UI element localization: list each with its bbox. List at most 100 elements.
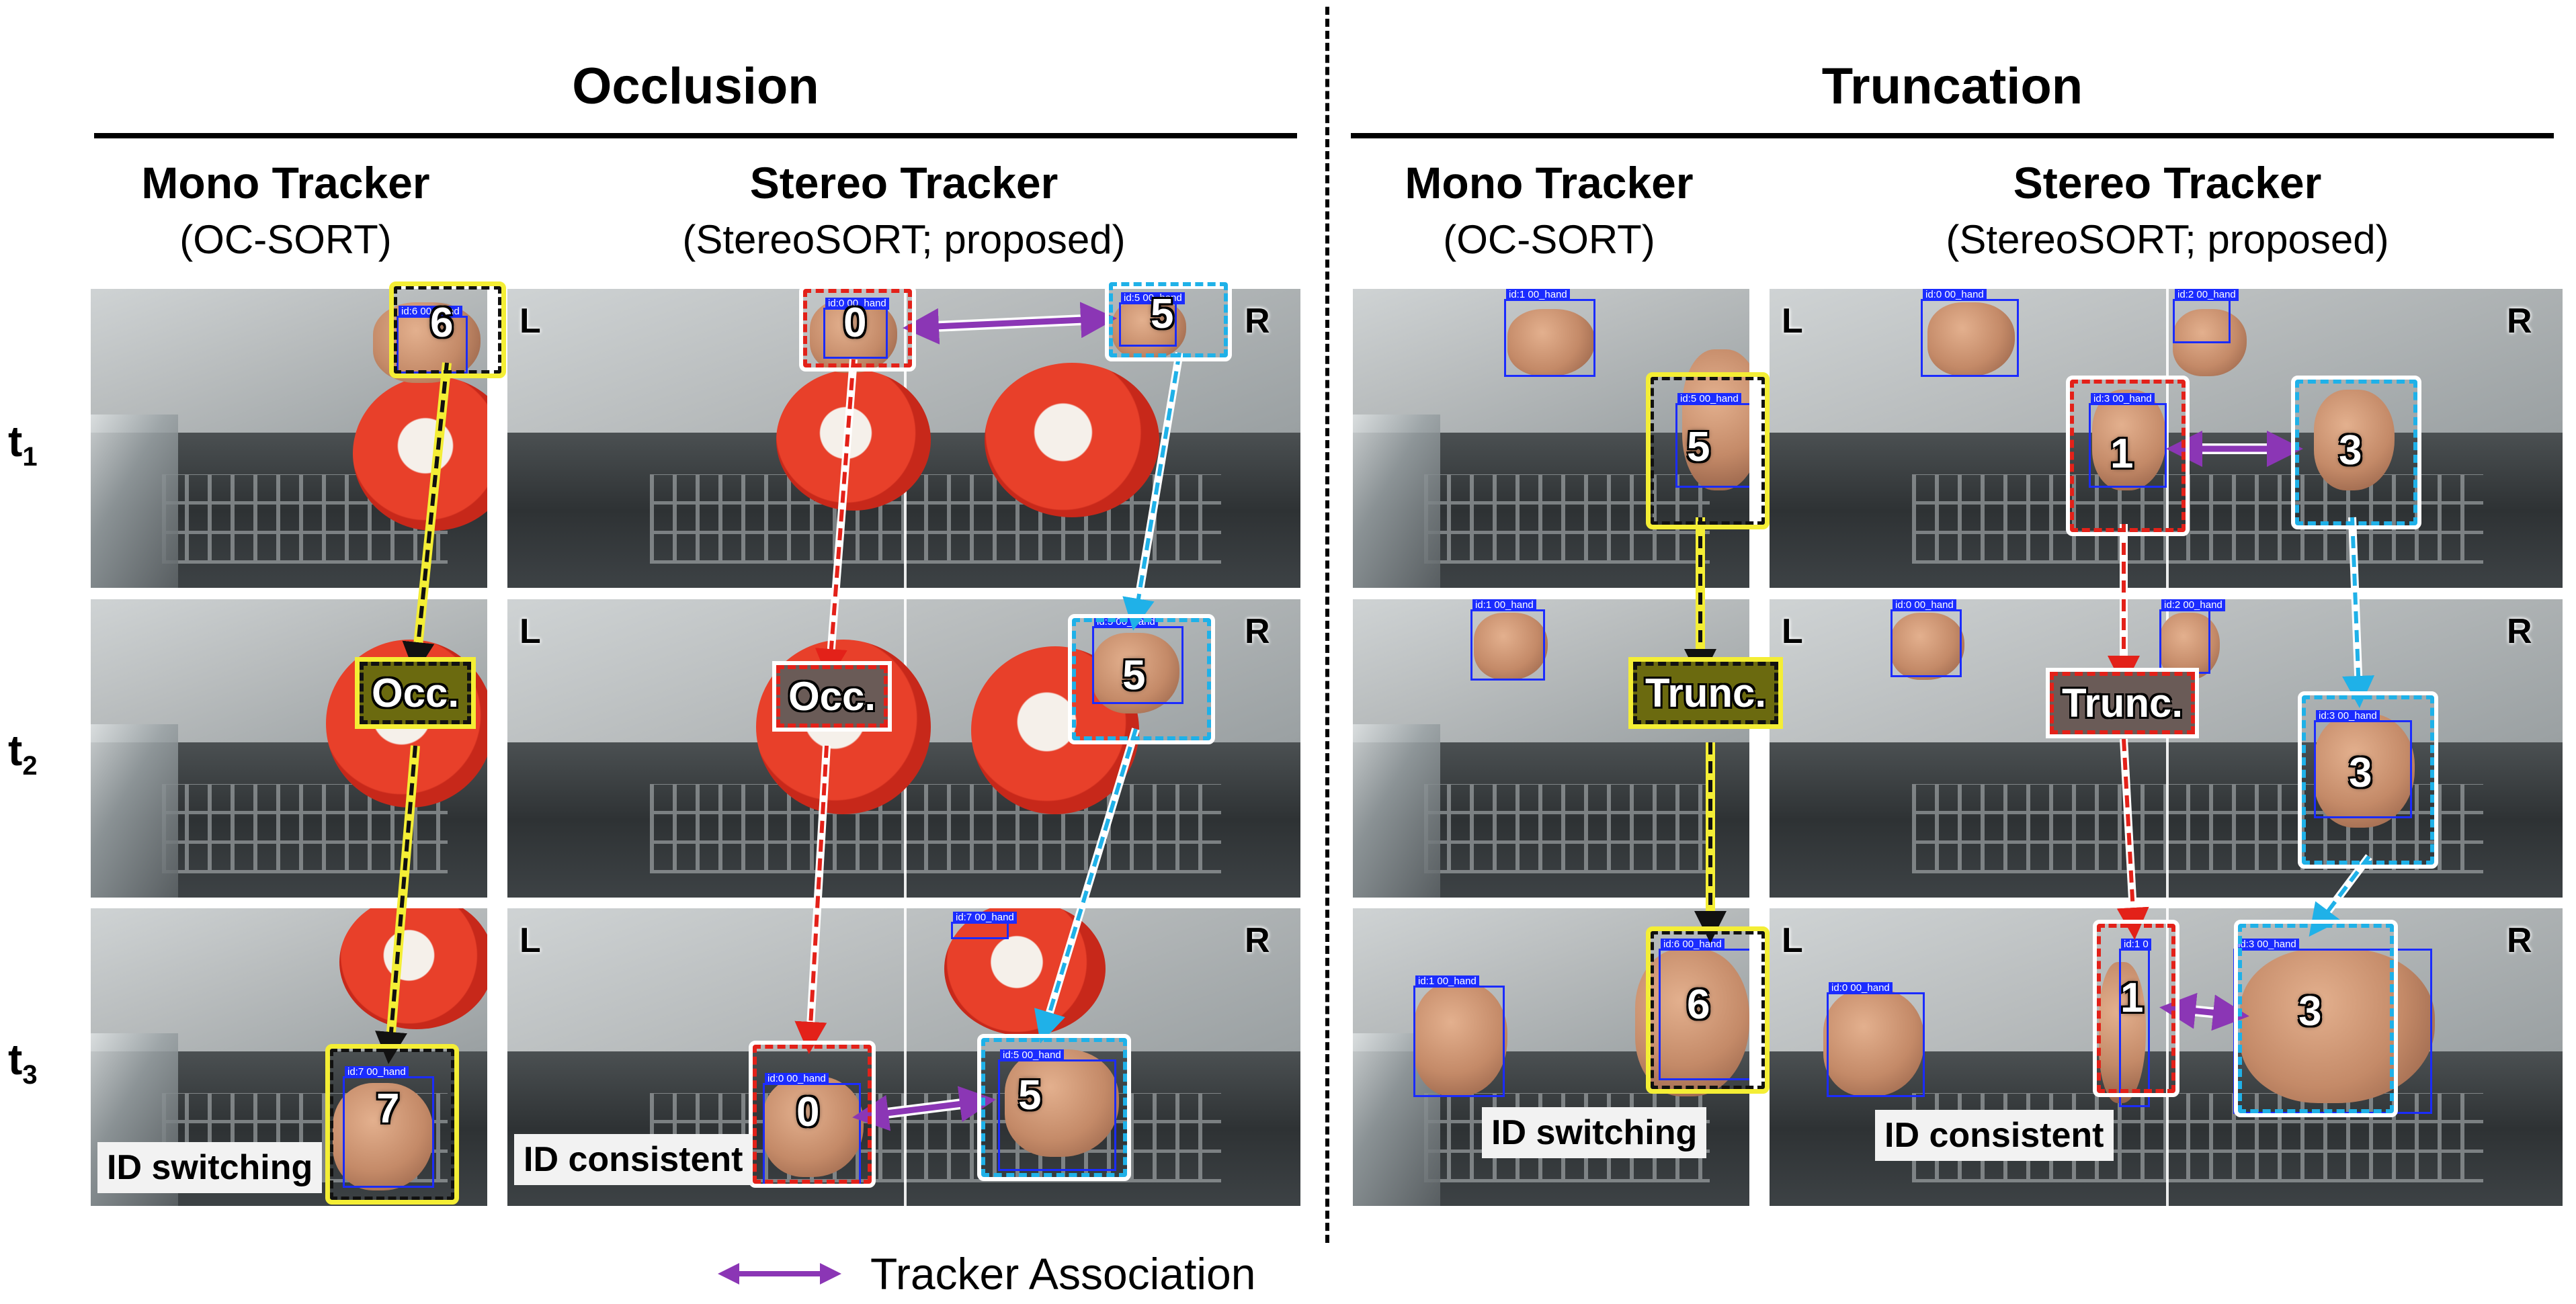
legend-label: Tracker Association [870,1249,1256,1299]
trunc-mono-track-t3 [1646,926,1770,1094]
occ-stereo-left-id-t1: 0 [843,300,867,346]
detection-box: id:0 00_hand [823,298,889,359]
occ-mono-title: Mono Tracker [141,158,430,208]
double-arrow-icon [718,1263,841,1285]
trunc-stereo-right-track-t3 [2234,920,2398,1117]
trunc-stereo-left-track-arrow [2108,524,2149,940]
detection-box: id:0 00_hand [1921,289,2019,377]
left-view-label: L [520,921,541,960]
detection-box: id:5 00_hand [1675,393,1749,488]
detection-box: id:1 00_hand [1413,975,1505,1097]
occ-mono-id-t1: 6 [430,300,454,346]
trunc-stereo-right-id-t2: 3 [2349,750,2372,796]
occ-stereo-right-track-arrow [1034,352,1183,1043]
truncation-section-title: Truncation [1821,58,2083,115]
time-label-t1: t1 [8,417,38,472]
occ-mono-id-t3: 7 [376,1086,400,1132]
section-divider [1325,7,1329,1243]
occ-stereo-right-track-t2 [1068,614,1215,744]
right-view-label: R [2507,302,2532,341]
trunc-mono-frame-t1: id:1 00_hand id:5 00_hand [1353,289,1749,588]
occ-mono-occluded-tag: Occ. [354,657,476,729]
detection-box: id:2 00_hand [2173,289,2239,343]
detection-box: id:1 0 [2119,939,2151,1107]
left-view-label: L [520,302,541,341]
occ-stereo-right-track-t3 [977,1034,1131,1181]
left-view-label: L [1782,612,1803,651]
right-view-label: R [2507,612,2532,651]
trunc-mono-title: Mono Tracker [1405,158,1694,208]
right-view-label: R [2507,921,2532,960]
occ-stereo-subtitle: (StereoSORT; proposed) [682,217,1126,262]
left-view-label: L [520,612,541,651]
occ-stereo-left-track-t1 [799,285,916,372]
trunc-mono-frame-t2: id:1 00_hand [1353,599,1749,898]
occ-mono-result-label: ID switching [97,1142,323,1193]
occ-stereo-title: Stereo Tracker [749,158,1058,208]
occ-stereo-left-id-t3: 0 [796,1089,820,1135]
detection-box: id:0 00_hand [1827,982,1925,1097]
detection-box: id:5 00_hand [1119,292,1185,347]
occ-stereo-frame-t2: id:5 00_hand L R [507,599,1300,898]
detection-box: id:3 00_hand [2314,710,2412,818]
right-view-label: R [1245,302,1270,341]
right-view-label: R [1245,921,1270,960]
trunc-stereo-right-id-t1: 3 [2339,427,2362,474]
trunc-stereo-right-id-t3: 3 [2298,988,2322,1035]
occ-stereo-result-label: ID consistent [514,1134,753,1185]
occ-stereo-frame-t3: id:7 00_hand id:0 00_hand id:5 00_hand L… [507,908,1300,1206]
time-label-t3: t3 [8,1035,38,1090]
occ-stereo-left-track-arrow [794,359,858,1054]
detection-box: id:7 00_hand [343,1066,434,1188]
right-view-label: R [1245,612,1270,651]
occ-mono-frame-t1: id:6 00_hand [91,289,487,588]
trunc-mono-track-arrow [1684,517,1727,943]
occ-stereo-right-id-t3: 5 [1018,1072,1042,1119]
left-view-label: L [1782,302,1803,341]
detection-box: id:0 00_hand [763,1073,861,1188]
occ-stereo-left-track-t3 [749,1041,876,1188]
time-label-t2: t2 [8,726,38,781]
occ-mono-subtitle: (OC-SORT) [179,217,392,262]
trunc-stereo-right-track-t2 [2298,691,2438,869]
detection-box: id:5 00_hand [998,1049,1116,1171]
trunc-stereo-left-track-t1 [2066,376,2190,536]
trunc-stereo-title: Stereo Tracker [2013,158,2322,208]
trunc-stereo-left-id-t1: 1 [2110,431,2134,477]
trunc-stereo-left-id-t3: 1 [2120,975,2144,1021]
occ-mono-track-t1 [389,281,506,378]
occ-mono-track-arrow [375,362,452,1064]
trunc-mono-truncated-tag: Trunc. [1628,657,1784,729]
trunc-mono-id-t1: 5 [1687,424,1710,470]
occ-stereo-right-id-t1: 5 [1151,291,1174,337]
trunc-stereo-truncated-tag: Trunc. [2045,668,2200,738]
trunc-stereo-frame-t3: id:0 00_hand id:1 0 id:3 00_hand L R [1770,908,2563,1206]
trunc-mono-result-label: ID switching [1482,1107,1707,1158]
occ-stereo-frame-t1: id:0 00_hand id:5 00_hand L R [507,289,1300,588]
occ-stereo-right-id-t2: 5 [1122,652,1146,699]
detection-box: id:1 00_hand [1470,599,1545,681]
detection-box: id:3 00_hand [2089,393,2167,488]
occ-stereo-occluded-tag: Occ. [772,661,892,732]
occlusion-section-title: Occlusion [572,58,819,115]
trunc-mono-subtitle: (OC-SORT) [1443,217,1655,262]
trunc-mono-id-t3: 6 [1687,982,1710,1028]
occ-stereo-right-track-t1 [1105,278,1232,361]
trunc-stereo-right-track-t1 [2291,376,2421,529]
association-arrows [852,302,2303,1131]
left-view-label: L [1782,921,1803,960]
legend: Tracker Association [712,1248,1384,1302]
detection-box: id:6 00_hand [397,306,468,374]
occ-mono-track-t3 [325,1044,459,1205]
detection-box: id:1 00_hand [1504,289,1595,377]
detection-box: id:0 00_hand [1891,599,1962,677]
trunc-stereo-left-track-t3 [2093,920,2179,1097]
detection-box: id:7 00_hand [951,912,1017,939]
trunc-stereo-result-label: ID consistent [1875,1110,2114,1161]
trunc-stereo-subtitle: (StereoSORT; proposed) [1946,217,2389,262]
truncation-underline [1351,133,2554,138]
occlusion-underline [94,133,1297,138]
trunc-mono-track-t1 [1646,372,1770,529]
trunc-stereo-right-track-arrow [2309,517,2375,937]
